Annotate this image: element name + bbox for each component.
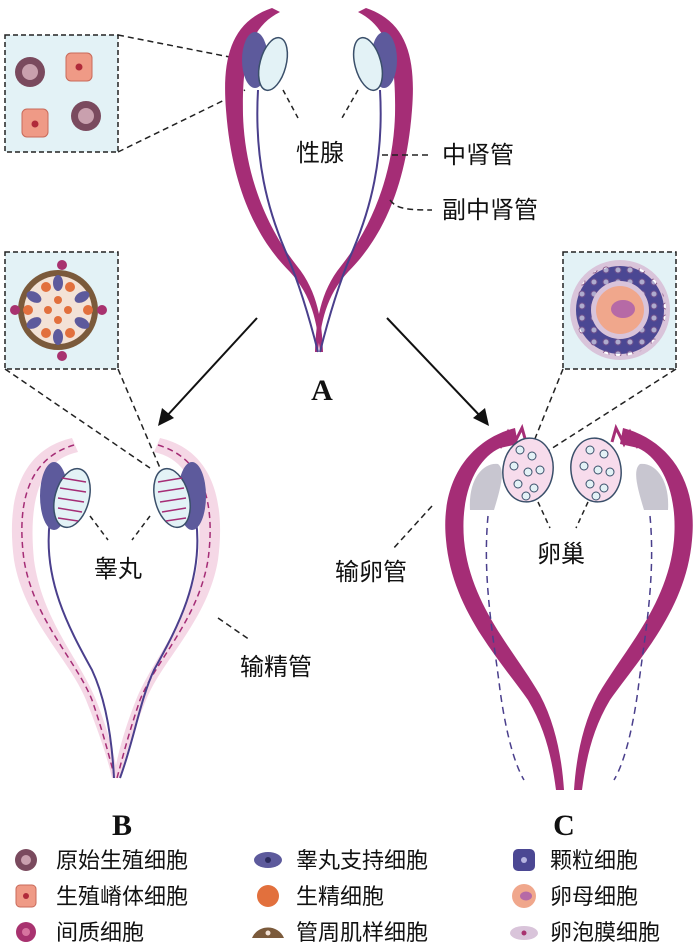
gonad-left <box>242 32 289 92</box>
panel-a: 性腺 中肾管 副中肾管 A <box>4 8 538 407</box>
legend-item-sertoli-cell: 睾丸支持细胞 <box>254 849 428 874</box>
gonad-label: 性腺 <box>296 139 344 167</box>
theca-cell-icon <box>510 926 538 940</box>
genital-ridge-somatic-cell-icon <box>15 884 37 908</box>
paramesonephric-duct-label: 副中肾管 <box>442 196 538 224</box>
interstitial-cell-icon <box>16 922 36 942</box>
inset-ovarian-follicle <box>562 251 677 370</box>
legend-label: 颗粒细胞 <box>550 849 638 874</box>
mesonephric-duct-label: 中肾管 <box>442 141 514 169</box>
legend: 原始生殖细胞 生殖嵴体细胞 间质细胞 睾丸支持细胞 生精细胞 <box>15 849 660 946</box>
panel-b: 睾丸 输精管 B <box>4 251 312 842</box>
legend-item-primordial-germ-cell: 原始生殖细胞 <box>15 849 188 874</box>
legend-label: 卵泡膜细胞 <box>550 921 660 946</box>
oviduct-left <box>445 428 564 790</box>
legend-label: 生殖嵴体细胞 <box>56 885 188 910</box>
oviduct-right <box>574 428 693 790</box>
spermatogenic-cell-icon <box>257 885 279 907</box>
legend-item-granulosa-cell: 颗粒细胞 <box>513 849 638 874</box>
panel-letter-c: C <box>553 809 575 842</box>
legend-item-genital-ridge-somatic-cell: 生殖嵴体细胞 <box>15 884 188 910</box>
legend-label: 间质细胞 <box>56 921 144 946</box>
gonad-right <box>352 32 397 92</box>
arrow-to-b <box>158 317 258 426</box>
vas-deferens-label: 输精管 <box>240 653 312 681</box>
sertoli-cell-icon <box>254 852 282 868</box>
paramesonephric-duct-right <box>319 89 382 353</box>
oocyte-icon <box>512 884 536 908</box>
legend-label: 睾丸支持细胞 <box>296 849 428 874</box>
legend-label: 原始生殖细胞 <box>56 849 188 874</box>
ovary-right <box>570 437 622 503</box>
ovary-label: 卵巢 <box>537 540 585 568</box>
inset-seminiferous-tubule <box>4 251 119 370</box>
mesonephric-duct-right <box>315 8 413 352</box>
legend-item-interstitial-cell: 间质细胞 <box>16 921 144 946</box>
inset-early-gonad-cells <box>4 34 119 153</box>
panel-letter-a: A <box>311 374 333 407</box>
legend-item-peritubular-myoid-cell: 管周肌样细胞 <box>252 921 428 946</box>
vas-deferens-left <box>11 438 118 778</box>
testis-right <box>153 462 206 530</box>
primordial-germ-cell-icon <box>15 849 37 871</box>
legend-item-spermatogenic-cell: 生精细胞 <box>257 885 384 910</box>
testis-label: 睾丸 <box>94 555 142 583</box>
granulosa-cell-icon <box>513 849 535 871</box>
legend-item-oocyte: 卵母细胞 <box>512 884 638 910</box>
ovary-left <box>502 437 554 503</box>
legend-item-theca-cell: 卵泡膜细胞 <box>510 921 660 946</box>
paramesonephric-duct-left <box>256 89 319 353</box>
legend-label: 卵母细胞 <box>550 885 638 910</box>
panel-letter-b: B <box>112 809 132 842</box>
panel-c: 输卵管 卵巢 C <box>335 251 693 842</box>
oviduct-label: 输卵管 <box>335 558 407 586</box>
legend-label: 生精细胞 <box>296 885 384 910</box>
peritubular-myoid-cell-icon <box>252 927 284 938</box>
arrow-to-c <box>386 317 489 426</box>
legend-label: 管周肌样细胞 <box>296 921 428 946</box>
mesonephric-duct-left <box>225 8 323 352</box>
testis-left <box>40 462 91 530</box>
vas-deferens-right <box>114 438 221 778</box>
